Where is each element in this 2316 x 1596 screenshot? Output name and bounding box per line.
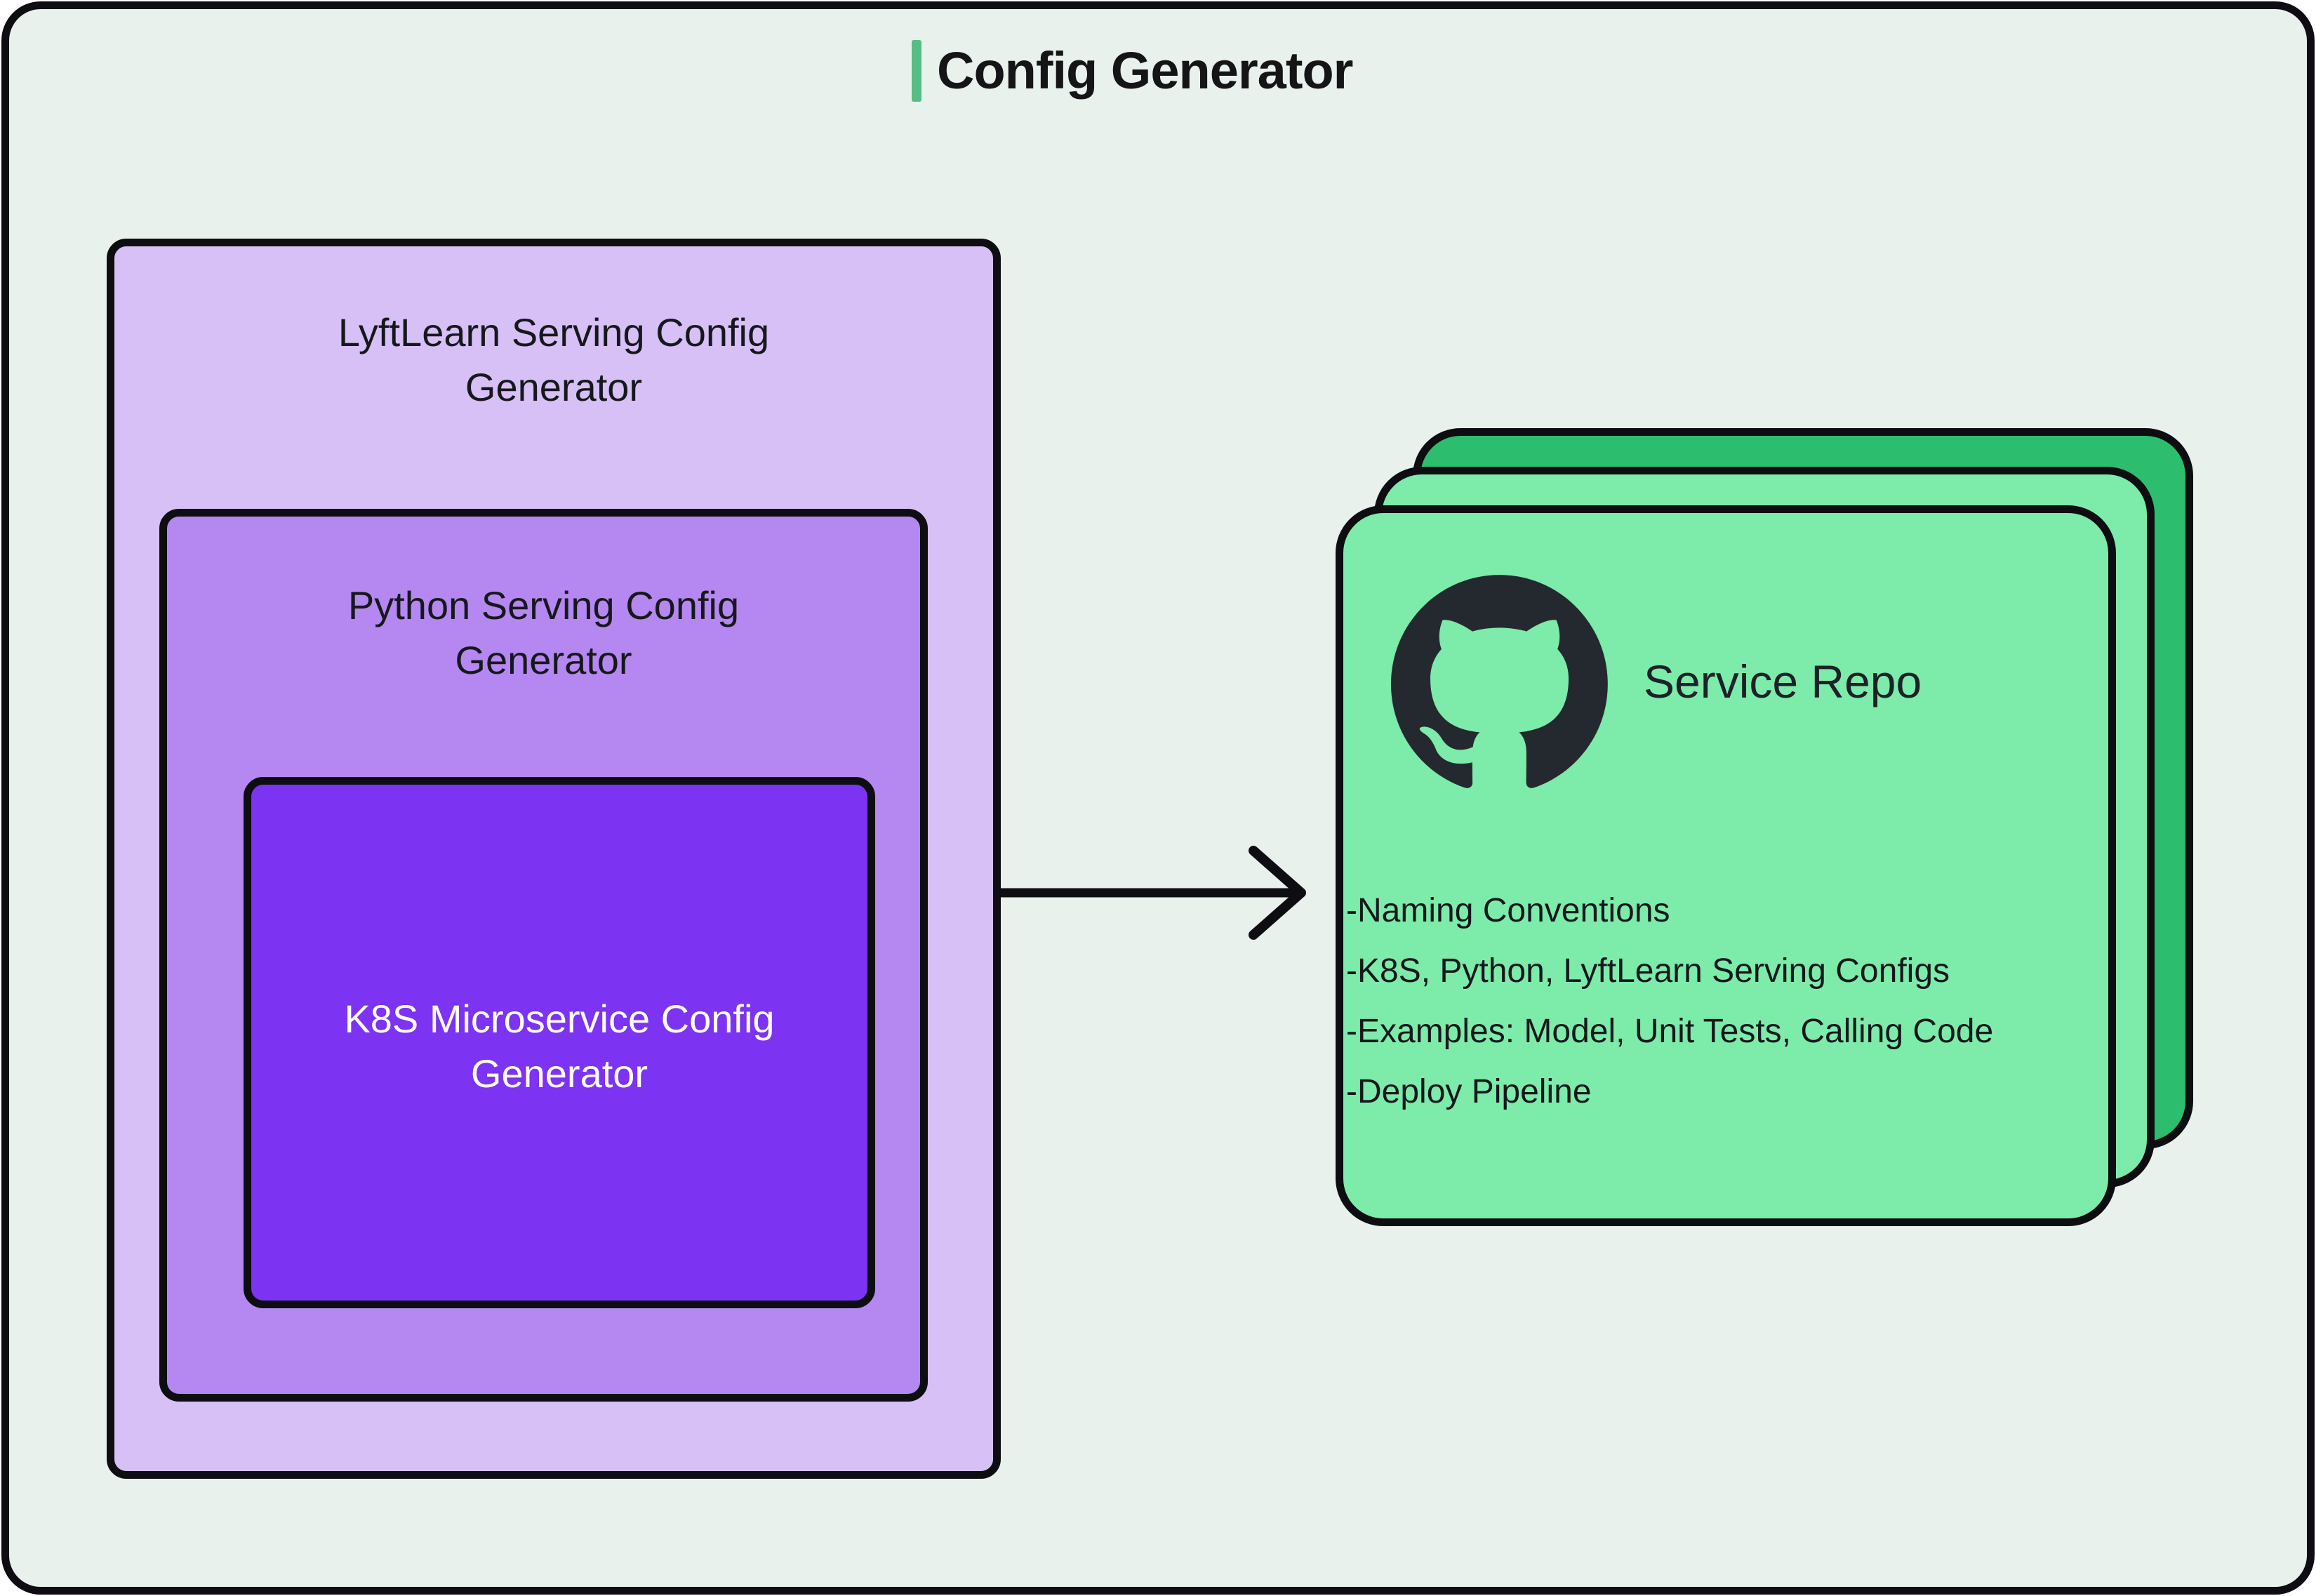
bullet-serving-configs: -K8S, Python, LyftLearn Serving Configs <box>1346 952 1950 990</box>
github-octocat-icon <box>1391 575 1608 788</box>
inner-box-title: K8S Microservice Config Generator <box>344 996 775 1096</box>
arrow-right-icon <box>1001 846 1306 940</box>
service-repo-card: Service Repo -Naming Conventions -K8S, P… <box>1336 505 2116 1226</box>
bullet-deploy-pipeline: -Deploy Pipeline <box>1346 1073 1592 1110</box>
service-repo-title: Service Repo <box>1644 656 1922 707</box>
k8s-microservice-config-generator-box: K8S Microservice Config Generator <box>244 777 875 1308</box>
bullet-naming-conventions: -Naming Conventions <box>1346 892 1670 929</box>
bullet-examples: -Examples: Model, Unit Tests, Calling Co… <box>1346 1013 1994 1050</box>
python-serving-config-generator-box: Python Serving Config Generator K8S Micr… <box>159 509 928 1402</box>
lyftlearn-serving-config-generator-box: LyftLearn Serving Config Generator Pytho… <box>107 239 1001 1479</box>
title-accent-bar <box>912 40 921 102</box>
page-title: Config Generator <box>937 41 1353 100</box>
outer-box-title: LyftLearn Serving Config Generator <box>338 310 770 409</box>
service-repo-bullet-list: -Naming Conventions -K8S, Python, LyftLe… <box>1343 881 1993 1122</box>
middle-box-title: Python Serving Config Generator <box>347 583 740 682</box>
service-repo-header: Service Repo <box>1391 573 1922 790</box>
